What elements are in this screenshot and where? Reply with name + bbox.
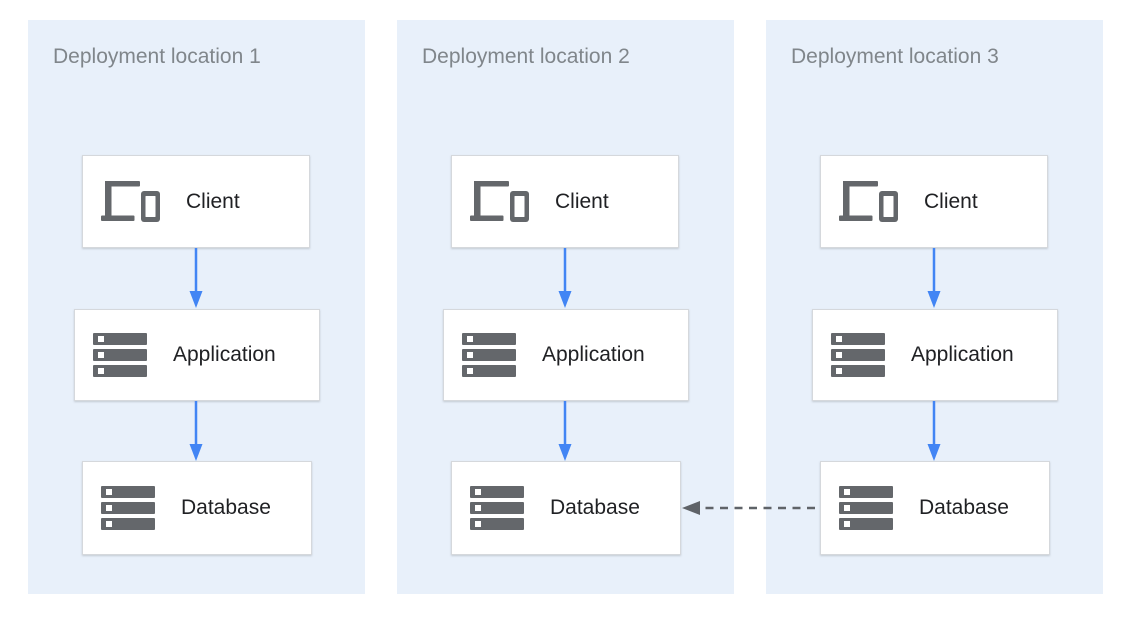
client-node: Client — [451, 155, 679, 248]
client-node: Client — [82, 155, 310, 248]
node-label: Database — [919, 496, 1009, 519]
panel-deployment-location-1: Deployment location 1 Client — [28, 20, 365, 594]
node-label: Database — [181, 496, 271, 519]
node-label: Application — [911, 343, 1014, 366]
panel-title: Deployment location 2 — [422, 45, 630, 68]
dashed-replication-arrow-db3-to-db2 — [682, 501, 815, 515]
arrow-client-to-application — [558, 248, 572, 308]
node-label: Application — [542, 343, 645, 366]
panel-deployment-location-3: Deployment location 3 Client — [766, 20, 1103, 594]
devices-icon — [839, 181, 898, 222]
panel-title: Deployment location 1 — [53, 45, 261, 68]
node-label: Database — [550, 496, 640, 519]
application-node: Application — [812, 309, 1058, 401]
server-stack-icon — [831, 333, 885, 377]
arrow-application-to-database — [558, 401, 572, 461]
devices-icon — [470, 181, 529, 222]
node-label: Client — [924, 189, 978, 213]
database-node: Database — [820, 461, 1050, 555]
node-label: Client — [186, 189, 240, 213]
server-stack-icon — [839, 486, 893, 530]
panel-title: Deployment location 3 — [791, 45, 999, 68]
panel-deployment-location-2: Deployment location 2 Client — [397, 20, 734, 594]
server-stack-icon — [470, 486, 524, 530]
application-node: Application — [443, 309, 689, 401]
node-label: Client — [555, 189, 609, 213]
server-stack-icon — [101, 486, 155, 530]
server-stack-icon — [462, 333, 516, 377]
server-stack-icon — [93, 333, 147, 377]
devices-icon — [101, 181, 160, 222]
database-node: Database — [82, 461, 312, 555]
client-node: Client — [820, 155, 1048, 248]
node-label: Application — [173, 343, 276, 366]
arrow-client-to-application — [189, 248, 203, 308]
arrow-client-to-application — [927, 248, 941, 308]
arrow-application-to-database — [189, 401, 203, 461]
database-node: Database — [451, 461, 681, 555]
arrow-application-to-database — [927, 401, 941, 461]
application-node: Application — [74, 309, 320, 401]
